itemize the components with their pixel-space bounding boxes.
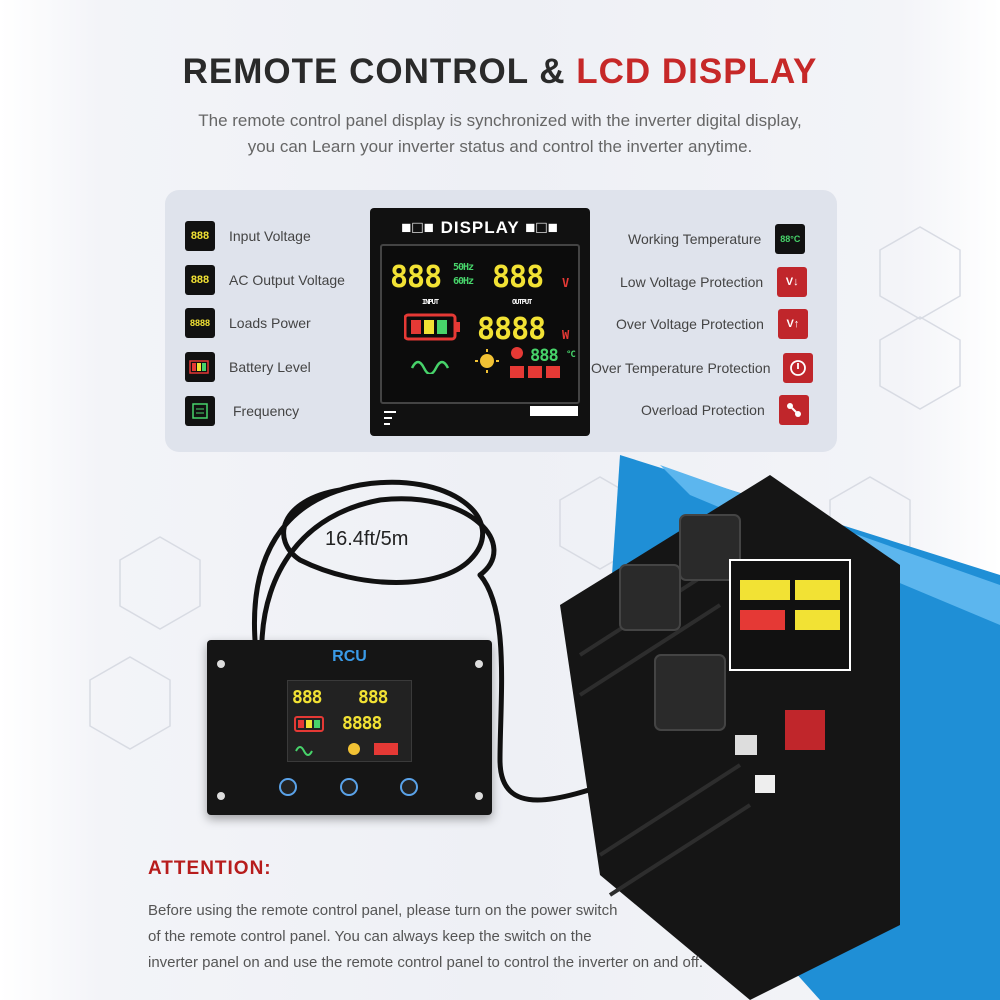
output-voltage-digits: 888 [492, 260, 544, 295]
legend-label: Input Voltage [229, 228, 311, 244]
input-label: INPUT [422, 298, 439, 306]
output-label: OUTPUT [512, 298, 532, 306]
over-voltage-protection-icon: V↑ [777, 309, 808, 339]
attention-line-3: inverter panel on and use the remote con… [148, 954, 704, 971]
rcu-output-digits: 888 [358, 687, 388, 708]
protection-icons-row [510, 366, 560, 378]
mounting-holes-bottom [217, 792, 483, 800]
rcu-battery-icon [294, 716, 324, 732]
low-voltage-protection-icon: V↓ [777, 267, 808, 297]
remote-control-unit: RCU 888 888 8888 [207, 640, 492, 815]
loads-power-icon: 8888 [185, 308, 215, 338]
legend-item-low-voltage-protection: Low Voltage Protection V↓ [620, 267, 808, 297]
legend-item-loads-power: 8888 Loads Power [185, 308, 311, 338]
power-digits: 8888 [477, 312, 546, 347]
frequency-icon [185, 396, 215, 426]
rcu-title: RCU [332, 648, 367, 665]
subtitle-line-2: you can Learn your inverter status and c… [247, 137, 753, 156]
rcu-power-digits: 8888 [342, 713, 382, 734]
temperature-icon: 88°C [775, 224, 806, 254]
unit-v: V [562, 276, 569, 290]
legend-item-working-temperature: Working Temperature 88°C [628, 224, 806, 254]
freq-50hz: 50Hz [453, 262, 474, 273]
legend-item-over-voltage-protection: Over Voltage Protection V↑ [616, 309, 808, 339]
output-voltage-icon: 888 [185, 265, 215, 295]
unit-w: W [562, 328, 569, 342]
legend-label: Over Voltage Protection [616, 316, 764, 332]
lcd-bottom-bar [384, 406, 578, 425]
input-voltage-icon: 888 [185, 221, 215, 251]
display-header-text: DISPLAY [440, 218, 520, 237]
legend-label: Frequency [233, 403, 300, 419]
legend-label: Battery Level [229, 359, 311, 375]
cable-length-label: 16.4ft/5m [325, 528, 409, 550]
legend-label: Loads Power [229, 315, 311, 331]
temperature-digits: 888 [530, 346, 559, 366]
freq-60hz: 60Hz [453, 276, 474, 287]
attention-heading: ATTENTION: [148, 858, 272, 879]
wave-icon [410, 360, 450, 374]
overload-protection-icon [778, 395, 809, 425]
legend-label: Over Temperature Protection [591, 360, 771, 376]
legend-item-over-temperature-protection: Over Temperature Protection [591, 353, 813, 383]
rcu-right-button[interactable] [400, 778, 418, 796]
sun-icon [475, 349, 499, 373]
battery-level-icon [185, 352, 215, 382]
mounting-holes [217, 660, 483, 668]
legend-item-overload-protection: Overload Protection [641, 395, 809, 425]
lcd-display-diagram: ■□■ DISPLAY ■□■ 888 50Hz 60Hz 888 V INPU… [370, 208, 590, 436]
legend-item-frequency: Frequency [185, 396, 299, 426]
subtitle-line-1: The remote control panel display is sync… [198, 111, 802, 130]
legend-label: AC Output Voltage [229, 272, 345, 288]
inverter-illustration [560, 455, 1000, 1000]
input-voltage-digits: 888 [390, 260, 442, 295]
attention-line-1: Before using the remote control panel, p… [148, 902, 618, 919]
rcu-screen: 888 888 8888 [287, 680, 412, 762]
attention-line-2: of the remote control panel. You can alw… [148, 928, 592, 945]
rcu-middle-button[interactable] [340, 778, 358, 796]
legend-label: Low Voltage Protection [620, 274, 764, 290]
lcd-screen: 888 50Hz 60Hz 888 V INPUT OUTPUT 8888 W [380, 244, 580, 404]
title-part-1: REMOTE CONTROL & [182, 52, 566, 91]
page-title: REMOTE CONTROL & LCD DISPLAY [0, 52, 1000, 92]
display-header: ■□■ DISPLAY ■□■ [401, 218, 559, 237]
rcu-power-button[interactable] [279, 778, 297, 796]
legend-label: Overload Protection [641, 402, 765, 418]
over-temperature-protection-icon [782, 353, 813, 383]
warning-circle-icon [511, 347, 523, 359]
legend-item-input-voltage: 888 Input Voltage [185, 221, 311, 251]
legend-item-ac-output-voltage: 888 AC Output Voltage [185, 265, 345, 295]
title-part-2: LCD DISPLAY [576, 52, 818, 91]
legend-item-battery-level: Battery Level [185, 352, 311, 382]
rcu-input-digits: 888 [292, 687, 322, 708]
battery-bar-icon [404, 313, 460, 341]
legend-label: Working Temperature [628, 231, 762, 247]
unit-celsius: °C [566, 350, 576, 360]
rcu-status-icons [295, 743, 398, 756]
